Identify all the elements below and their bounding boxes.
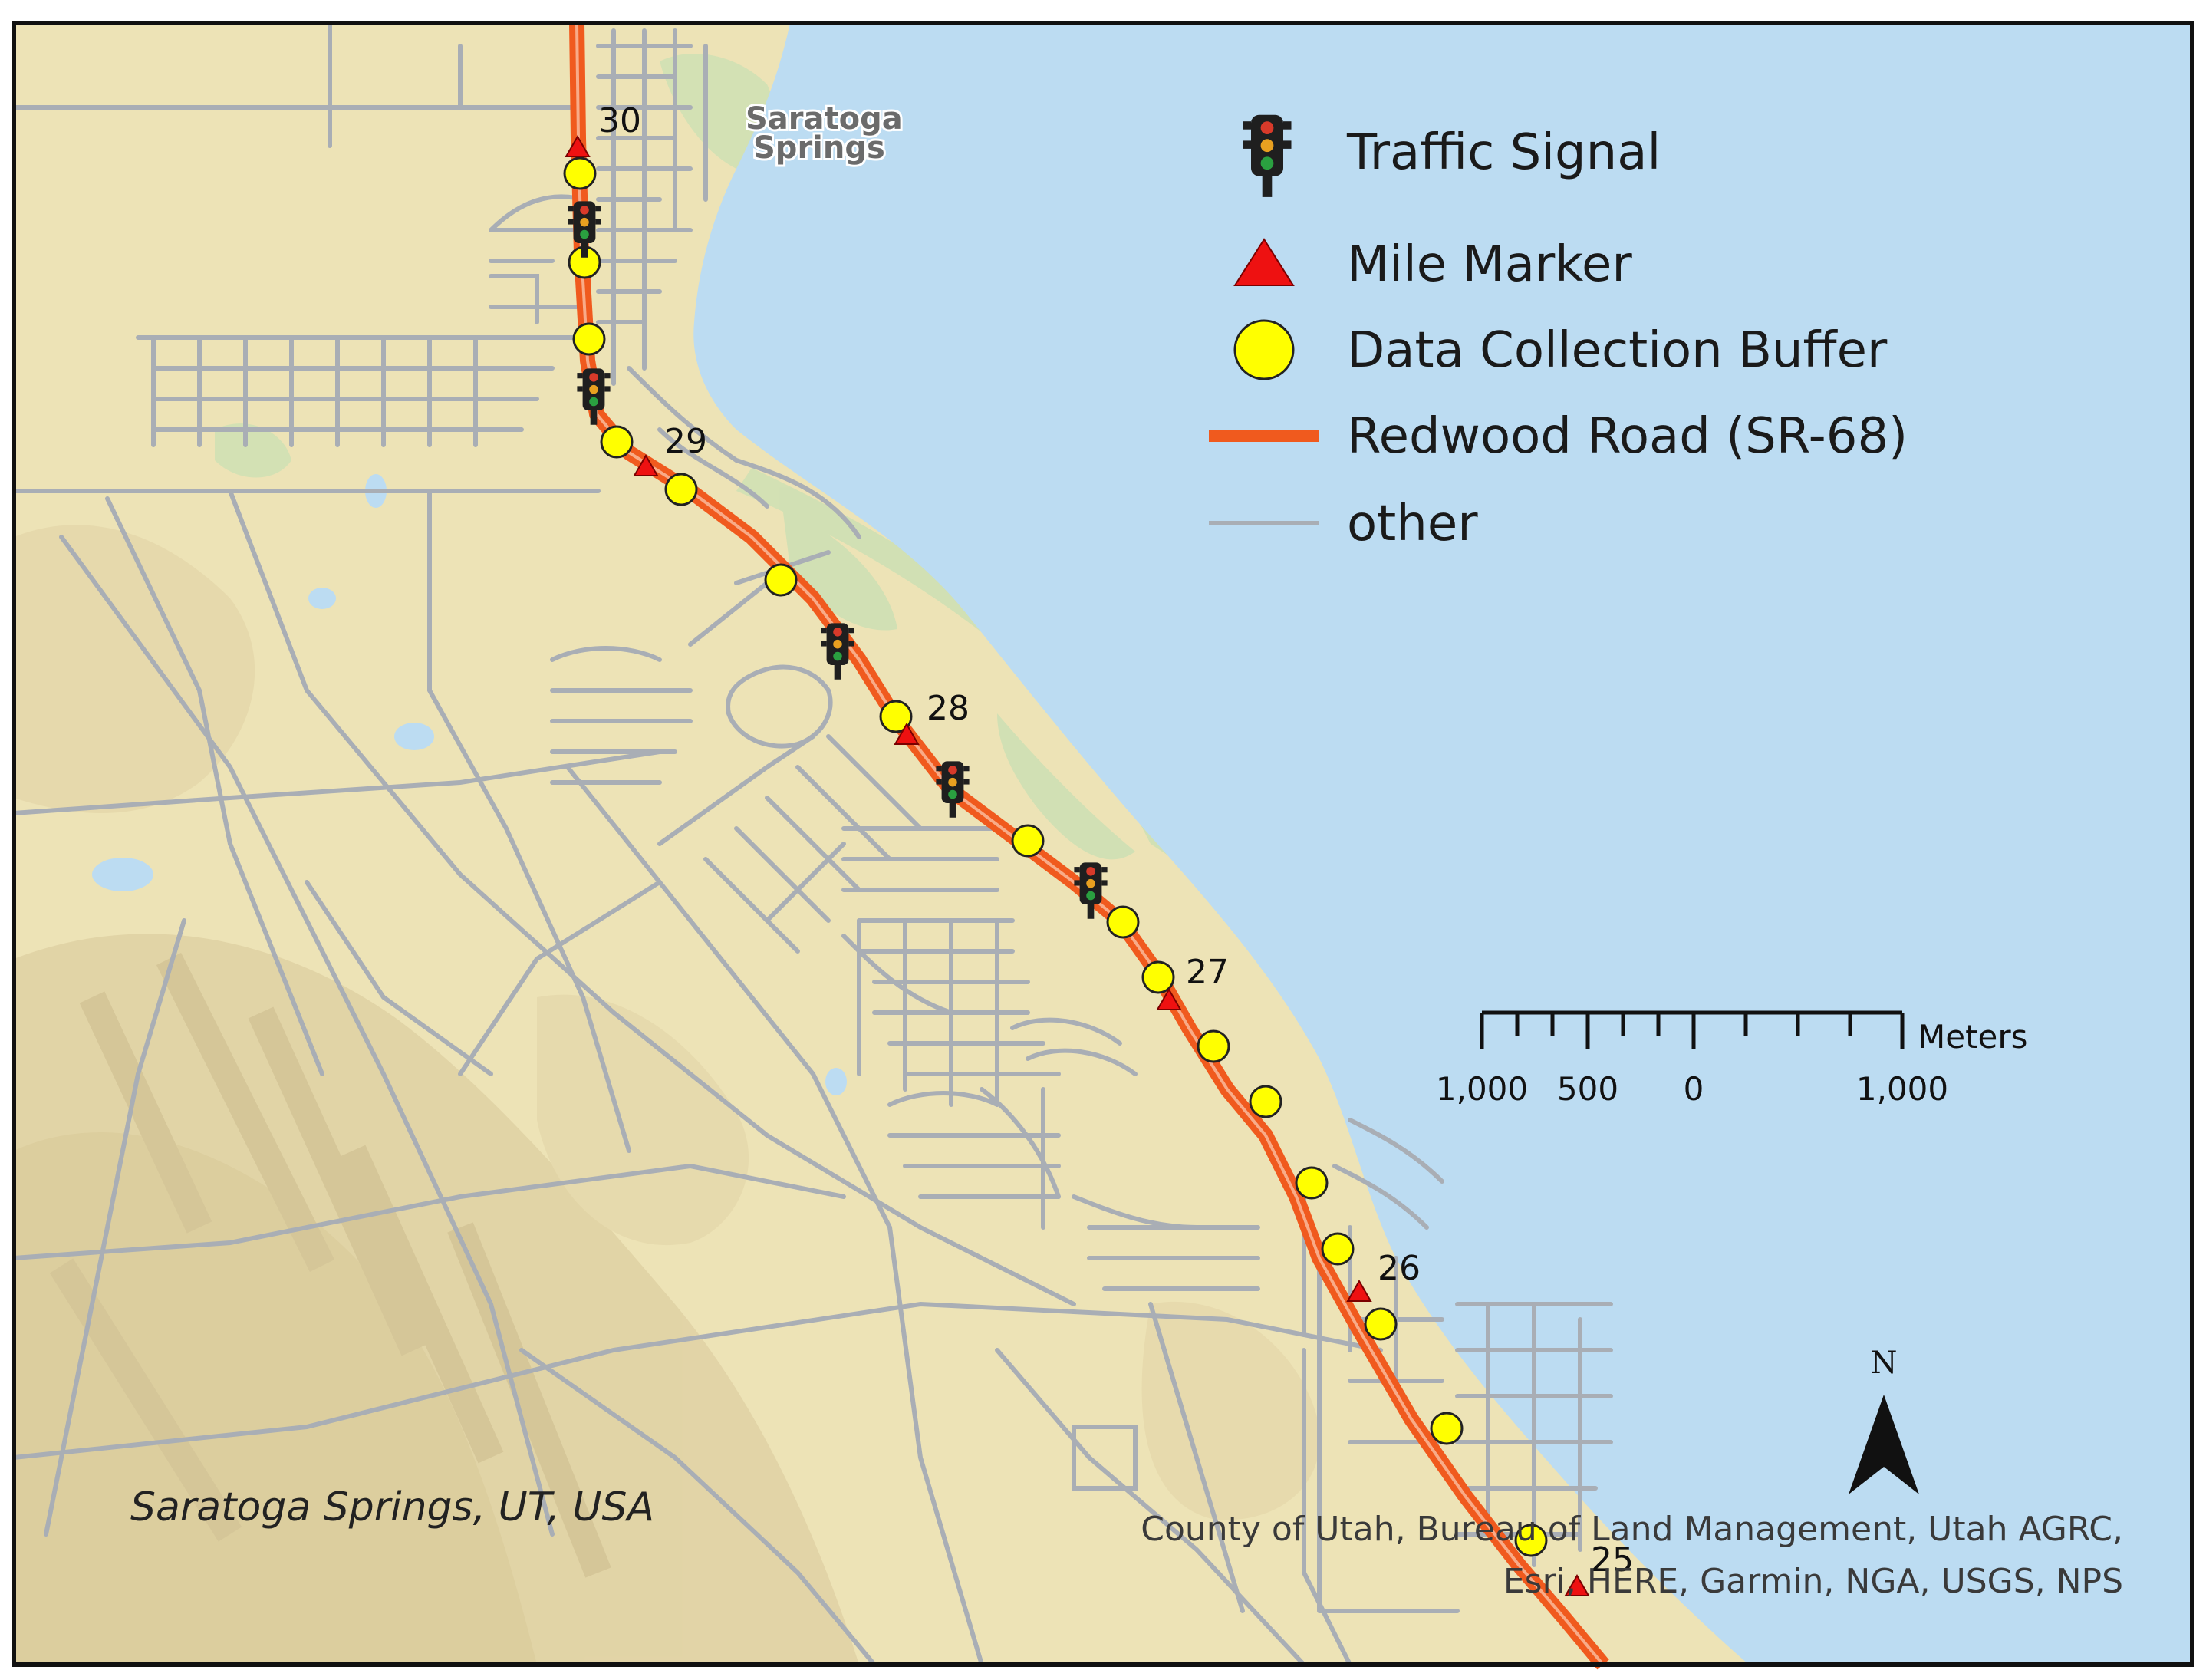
mile-marker-30: [565, 134, 591, 157]
legend-red-triangle-icon: [1233, 238, 1295, 286]
legend-traffic-signal-label: Traffic Signal: [1346, 124, 1661, 181]
mile-marker-27: [1156, 987, 1182, 1010]
other-roads: [12, 21, 1613, 1667]
mile-marker-26: [1346, 1279, 1372, 1302]
legend-mile-marker-label: Mile Marker: [1347, 236, 1632, 293]
ponds: [92, 474, 1318, 1095]
scale-bar: [1480, 1010, 1905, 1049]
legend-redwood-road-label: Redwood Road (SR-68): [1347, 408, 1908, 465]
buffer-point: [764, 563, 798, 597]
map-border: [12, 21, 2194, 1667]
mile-label-26: 26: [1378, 1249, 1421, 1288]
buffer-point: [1011, 824, 1045, 858]
scale-label-1000-right: 1,000: [1856, 1070, 1948, 1108]
mile-marker-25: [1564, 1573, 1590, 1596]
buffer-point: [1514, 1524, 1548, 1557]
buffer-point: [1249, 1085, 1282, 1118]
legend-buffer-label: Data Collection Buffer: [1347, 322, 1888, 379]
buffer-point: [1364, 1307, 1398, 1341]
scale-label-1000-left: 1,000: [1436, 1070, 1528, 1108]
mile-markers: [565, 134, 1590, 1596]
location-label: Saratoga Springs, UT, USA: [130, 1484, 654, 1530]
buffer-point: [563, 156, 597, 190]
terrain-shading: [14, 525, 1320, 1665]
data-collection-buffers: [563, 156, 1548, 1557]
mile-label-30: 30: [598, 101, 641, 140]
buffer-point: [879, 700, 913, 733]
buffer-point: [1295, 1166, 1329, 1200]
buffer-point: [1197, 1029, 1230, 1063]
buffer-point: [1321, 1232, 1355, 1266]
north-arrow-icon: [1849, 1395, 1919, 1494]
attribution-line-2: Esri, HERE, Garmin, NGA, USGS, NPS: [1503, 1562, 2123, 1601]
north-label: N: [1871, 1346, 1898, 1381]
buffer-point: [572, 322, 606, 356]
scale-label-0: 0: [1684, 1070, 1704, 1108]
buffer-point: [1430, 1412, 1464, 1445]
buffer-point: [664, 473, 698, 506]
mile-marker-29: [633, 453, 659, 476]
place-label-saratoga: Saratoga: [746, 101, 903, 137]
mile-label-25: 25: [1591, 1540, 1634, 1580]
mile-label-29: 29: [664, 422, 707, 461]
scale-label-500: 500: [1557, 1070, 1618, 1108]
legend: Traffic Signal Mile Marker Data Collecti…: [1209, 114, 1908, 552]
north-arrow: N: [1849, 1346, 1919, 1494]
mile-marker-28: [894, 722, 920, 745]
place-label-springs: Springs: [753, 130, 885, 166]
mile-label-27: 27: [1186, 953, 1229, 992]
attribution-line-1: County of Utah, Bureau of Land Managemen…: [1141, 1510, 2123, 1549]
legend-other-label: other: [1347, 496, 1478, 552]
utah-lake: [693, 23, 2193, 1665]
scale-unit-label: Meters: [1918, 1018, 2028, 1056]
buffer-point: [1141, 960, 1175, 994]
buffer-point: [1106, 905, 1140, 939]
legend-yellow-circle-icon: [1233, 319, 1295, 380]
mile-label-28: 28: [927, 689, 970, 728]
buffer-point: [600, 425, 634, 459]
